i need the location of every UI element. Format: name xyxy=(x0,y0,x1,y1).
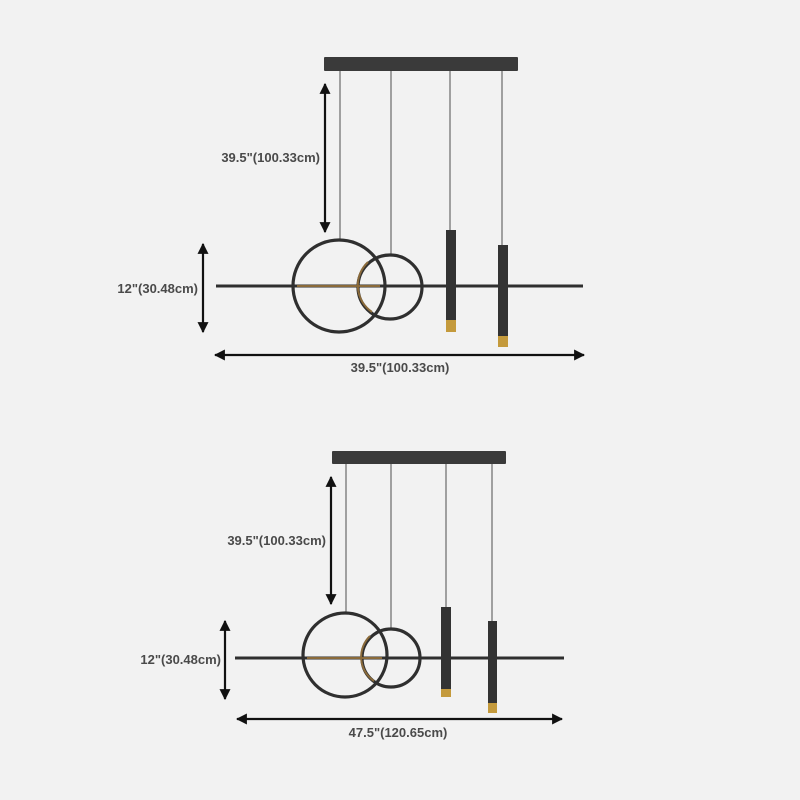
cylinder-gold-tip xyxy=(441,689,451,697)
cylinder-gold-tip xyxy=(488,703,497,713)
cylinder-gold-tip xyxy=(446,320,456,332)
canopy xyxy=(324,57,518,71)
width-label: 39.5"(100.33cm) xyxy=(351,360,450,375)
drop-height-label: 39.5"(100.33cm) xyxy=(221,150,320,165)
canopy xyxy=(332,451,506,464)
drop-height-label: 39.5"(100.33cm) xyxy=(227,533,326,548)
fixture-height-label: 12"(30.48cm) xyxy=(117,281,198,296)
cylinder-light xyxy=(446,230,456,332)
bottom-fixture xyxy=(235,451,564,713)
cylinder-light xyxy=(441,607,451,697)
top-fixture xyxy=(216,57,583,347)
light-strip xyxy=(360,635,375,682)
cylinder-light xyxy=(488,621,497,713)
fixture-height-label: 12"(30.48cm) xyxy=(140,652,221,667)
large-ring xyxy=(291,238,387,334)
large-ring xyxy=(301,611,389,699)
cylinder-light xyxy=(498,245,508,347)
light-strip xyxy=(356,261,373,313)
cylinder-gold-tip xyxy=(498,336,508,347)
width-label: 47.5"(120.65cm) xyxy=(349,725,448,740)
